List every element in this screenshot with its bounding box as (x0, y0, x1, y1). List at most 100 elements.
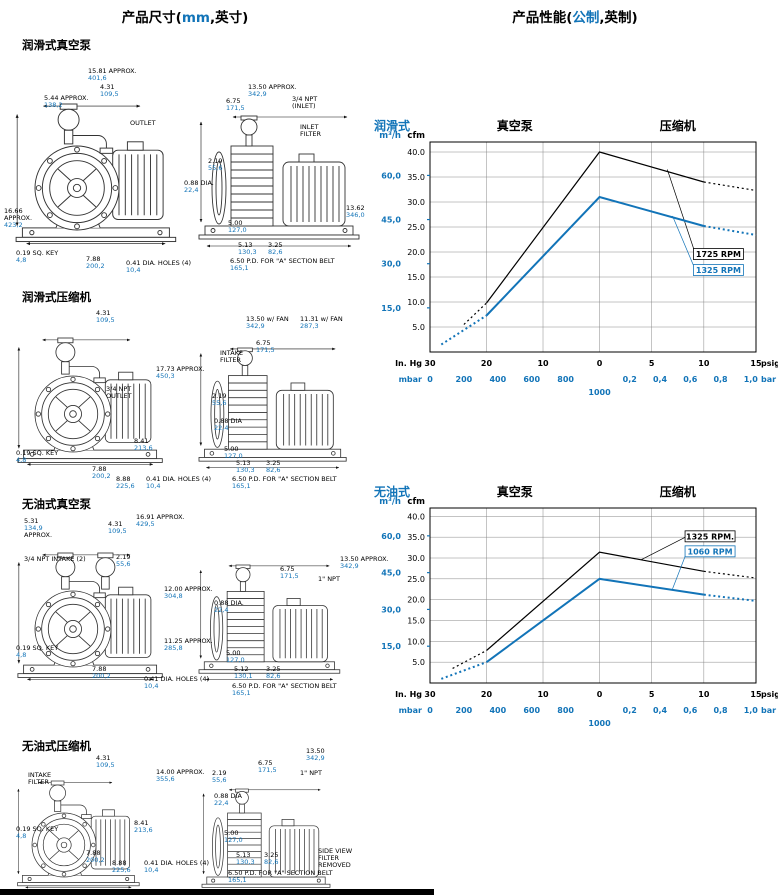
chart-text: 0,6 (683, 375, 698, 384)
chart-text: 20.0 (407, 596, 425, 605)
dim-label: 0.88 DIA.22,4 (184, 179, 214, 194)
series-1060-RPM (440, 661, 487, 680)
performance-title-post: ,英制) (599, 10, 638, 26)
chart-text: 25.0 (407, 575, 425, 584)
pump-drawings-lubricated-vacuum (4, 54, 384, 284)
chart-text: 200 (456, 375, 473, 384)
dim-label: 1" NPT (318, 575, 340, 583)
chart-text: 600 (523, 375, 540, 384)
chart-text: 15.0 (407, 273, 425, 282)
chart-text: 1,0 (744, 706, 759, 715)
series-1325-RPM (485, 195, 705, 317)
chart-svg: 40.035.030.025.020.015.010.05.060,045,03… (374, 118, 779, 397)
chart-text: 10.0 (407, 298, 425, 307)
legend-box (684, 530, 736, 543)
chart-text: 0,4 (653, 375, 668, 384)
chart-text: 800 (557, 706, 574, 715)
chart-text: 30 (424, 359, 436, 368)
chart-text: psig (761, 690, 778, 699)
chart-text: cfm (407, 497, 425, 507)
chart-text: 30 (424, 690, 436, 699)
chart-text: 15.0 (407, 617, 425, 626)
dim-label: 3/4 NPT INTAKE (2) (24, 555, 86, 563)
dim-label: 17.73 APPROX.450,3 (156, 365, 205, 380)
second-intake-filter (95, 552, 116, 590)
dimensions-title-pre: 产品尺寸( (121, 10, 182, 26)
chart-text: 0 (597, 690, 603, 699)
chart-svg: 40.035.030.025.020.015.010.05.060,045,03… (373, 484, 779, 728)
chart-text: 5 (649, 690, 655, 699)
series-1325-RPM (440, 314, 488, 346)
chart-text: 20.0 (407, 248, 425, 257)
series-1060-RPM (485, 577, 704, 663)
chart-text: 无油式 (373, 484, 410, 499)
chart-text: 30,0 (381, 260, 401, 269)
chart-text: 0,8 (713, 706, 728, 715)
dim-label: 0.88 DIA.22,4 (214, 599, 244, 614)
dim-label: 0.41 DIA. HOLES (4)10,4 (144, 675, 210, 690)
chart-text: 600 (523, 706, 540, 715)
series-1325-RPM- (703, 570, 757, 579)
series-1725-RPM (463, 302, 487, 325)
chart-text: 15,0 (381, 304, 401, 313)
chart-text: 0 (427, 706, 433, 715)
chart-text: 0,8 (713, 375, 728, 384)
chart-text: mbar (399, 706, 422, 715)
chart-text: m³/h (379, 131, 401, 141)
chart-text: 800 (557, 375, 574, 384)
section-title: 无油式真空泵 (22, 497, 91, 511)
chart-text: 40.0 (407, 512, 425, 521)
dim-label: 5.44 APPROX.138,2 (44, 94, 89, 109)
section-title: 无油式压缩机 (22, 739, 91, 753)
chart-text: mbar (399, 375, 422, 384)
chart-text: 30.0 (407, 554, 425, 563)
performance-title-pre: 产品性能( (512, 10, 573, 26)
dimensions-title-post: ,英寸) (210, 10, 249, 26)
chart-text: In. Hg (395, 359, 422, 368)
chart-text: 1,0 (744, 375, 759, 384)
chart-text: In. Hg (395, 690, 422, 699)
series-1325-RPM (703, 225, 757, 236)
chart-text: 0 (427, 375, 433, 384)
dim-label: 3/4 NPT(INLET) (292, 95, 318, 110)
chart-text: cfm (407, 131, 425, 141)
chart-text: 15,0 (381, 642, 401, 651)
chart-text: 真空泵 (497, 484, 533, 499)
chart-text: 1000 (588, 388, 611, 397)
